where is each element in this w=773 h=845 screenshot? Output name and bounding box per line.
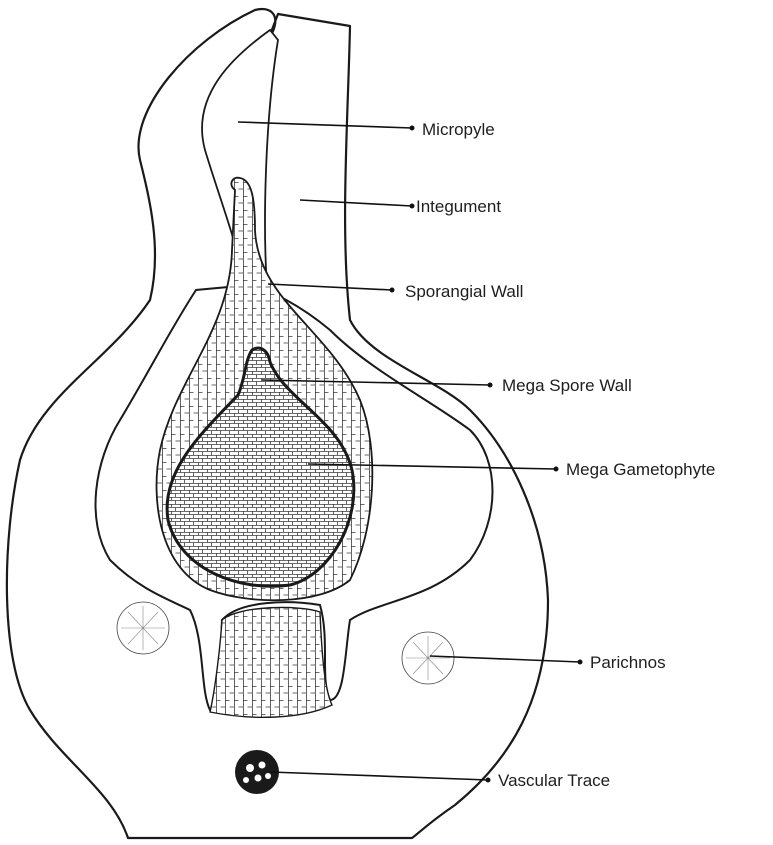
label-parichnos: Parichnos [590, 653, 666, 672]
label-mega-spore-wall: Mega Spore Wall [502, 376, 632, 395]
leader-integument [300, 200, 412, 206]
label-micropyle: Micropyle [422, 120, 495, 139]
label-integument: Integument [416, 197, 501, 216]
label-mega-gametophyte: Mega Gametophyte [566, 460, 715, 479]
basal-tissue [210, 607, 332, 717]
leader-sporangial-wall [268, 284, 392, 290]
parichnos-right [402, 632, 454, 684]
label-vascular-trace: Vascular Trace [498, 771, 610, 790]
parichnos-left [117, 602, 169, 654]
leader-vascular-trace [270, 772, 488, 780]
label-sporangial-wall: Sporangial Wall [405, 282, 523, 301]
